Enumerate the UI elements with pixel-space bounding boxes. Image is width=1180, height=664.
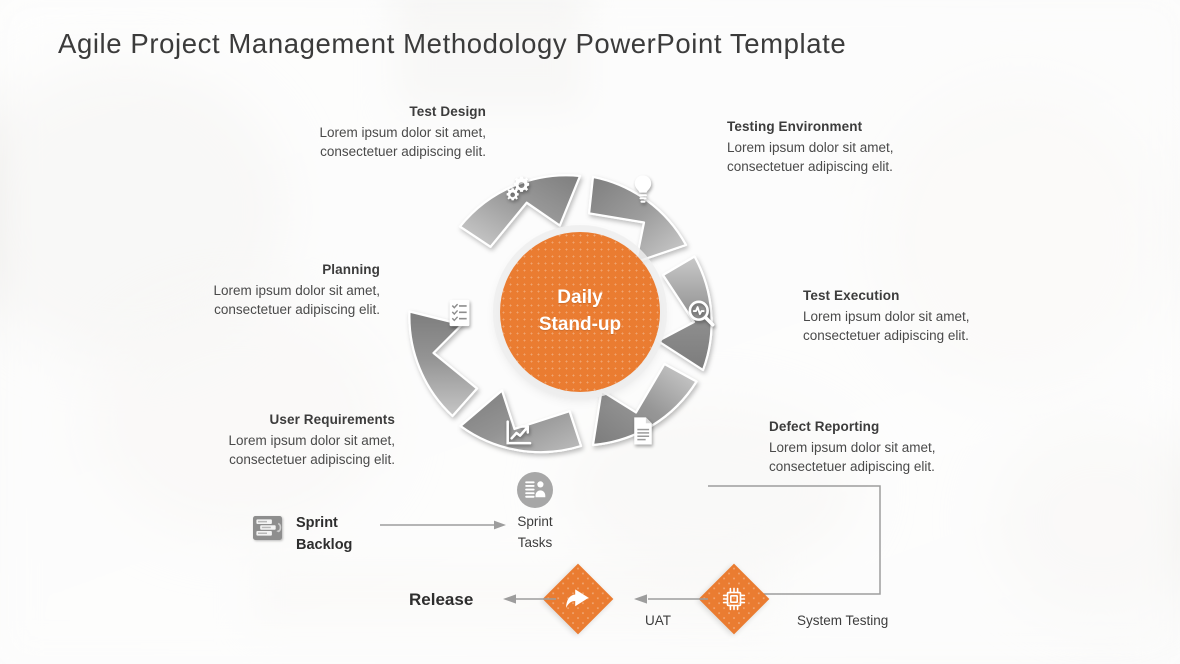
- step-body-line2: consectetuer adipiscing elit.: [727, 159, 893, 175]
- ring-arrows-svg: [408, 174, 713, 454]
- agile-cycle-diagram: Daily Stand-up: [376, 108, 784, 516]
- system-testing-to-uat-arrow: [634, 594, 708, 604]
- step-body-line2: consectetuer adipiscing elit.: [803, 328, 969, 344]
- center-label: Daily Stand-up: [539, 285, 621, 339]
- step-body-line1: Lorem ipsum dolor sit amet,: [213, 283, 380, 298]
- step-title: Planning: [322, 262, 380, 277]
- sprint-backlog-line2: Backlog: [296, 536, 353, 553]
- release-diamond[interactable]: [542, 563, 614, 635]
- step-title: Test Execution: [803, 288, 900, 303]
- page-title: Agile Project Management Methodology Pow…: [58, 28, 847, 59]
- sprint-backlog-label: Sprint Backlog: [296, 513, 396, 557]
- center-circle: Daily Stand-up: [500, 232, 660, 392]
- gears-icon: [501, 171, 535, 205]
- step-label-defect-reporting: Defect Reporting Lorem ipsum dolor sit a…: [769, 419, 1019, 476]
- uat-to-release-arrow: [503, 594, 556, 604]
- document-icon: [626, 414, 660, 448]
- lightbulb-icon: [626, 172, 660, 206]
- sprint-tasks-line1: Sprint: [517, 514, 553, 529]
- chip-icon: [721, 586, 747, 612]
- step-label-test-design: Test Design Lorem ipsum dolor sit amet, …: [246, 104, 486, 161]
- step-title: Testing Environment: [727, 119, 863, 134]
- step-body-line2: consectetuer adipiscing elit.: [229, 452, 395, 468]
- uat-label: UAT: [645, 613, 671, 628]
- center-label-line1: Daily: [557, 287, 603, 309]
- step-label-user-requirements: User Requirements Lorem ipsum dolor sit …: [155, 412, 395, 469]
- system-testing-diamond[interactable]: [698, 563, 770, 635]
- step-body-line1: Lorem ipsum dolor sit amet,: [319, 125, 486, 140]
- sprint-backlog-line1: Sprint: [296, 515, 338, 531]
- step-body-line1: Lorem ipsum dolor sit amet,: [803, 309, 970, 324]
- checklist-icon: [442, 296, 476, 330]
- return-arrow-icon: [564, 586, 592, 612]
- task-list-person-icon: [517, 472, 553, 508]
- magnifier-pulse-icon: [684, 296, 718, 330]
- step-body-line1: Lorem ipsum dolor sit amet,: [727, 140, 894, 155]
- release-label: Release: [409, 590, 474, 609]
- step-title: Defect Reporting: [769, 419, 880, 434]
- center-label-line2: Stand-up: [538, 314, 622, 335]
- step-label-test-execution: Test Execution Lorem ipsum dolor sit ame…: [803, 288, 1053, 345]
- step-label-planning: Planning Lorem ipsum dolor sit amet, con…: [140, 262, 380, 319]
- backlog-to-tasks-arrow: [380, 520, 506, 530]
- step-body-line1: Lorem ipsum dolor sit amet,: [769, 440, 936, 455]
- step-label-testing-environment: Testing Environment Lorem ipsum dolor si…: [727, 119, 977, 176]
- step-body-line1: Lorem ipsum dolor sit amet,: [228, 433, 395, 448]
- sprint-tasks-label: Sprint Tasks: [495, 512, 575, 554]
- backlog-card-icon: [252, 514, 286, 542]
- system-testing-label: System Testing: [797, 613, 889, 628]
- step-title: Test Design: [409, 104, 486, 119]
- step-body-line2: consectetuer adipiscing elit.: [214, 302, 380, 318]
- step-title: User Requirements: [269, 412, 395, 427]
- step-body-line2: consectetuer adipiscing elit.: [320, 144, 486, 160]
- step-body-line2: consectetuer adipiscing elit.: [769, 459, 935, 475]
- sprint-tasks-line2: Tasks: [517, 534, 553, 550]
- growth-chart-icon: [502, 416, 536, 450]
